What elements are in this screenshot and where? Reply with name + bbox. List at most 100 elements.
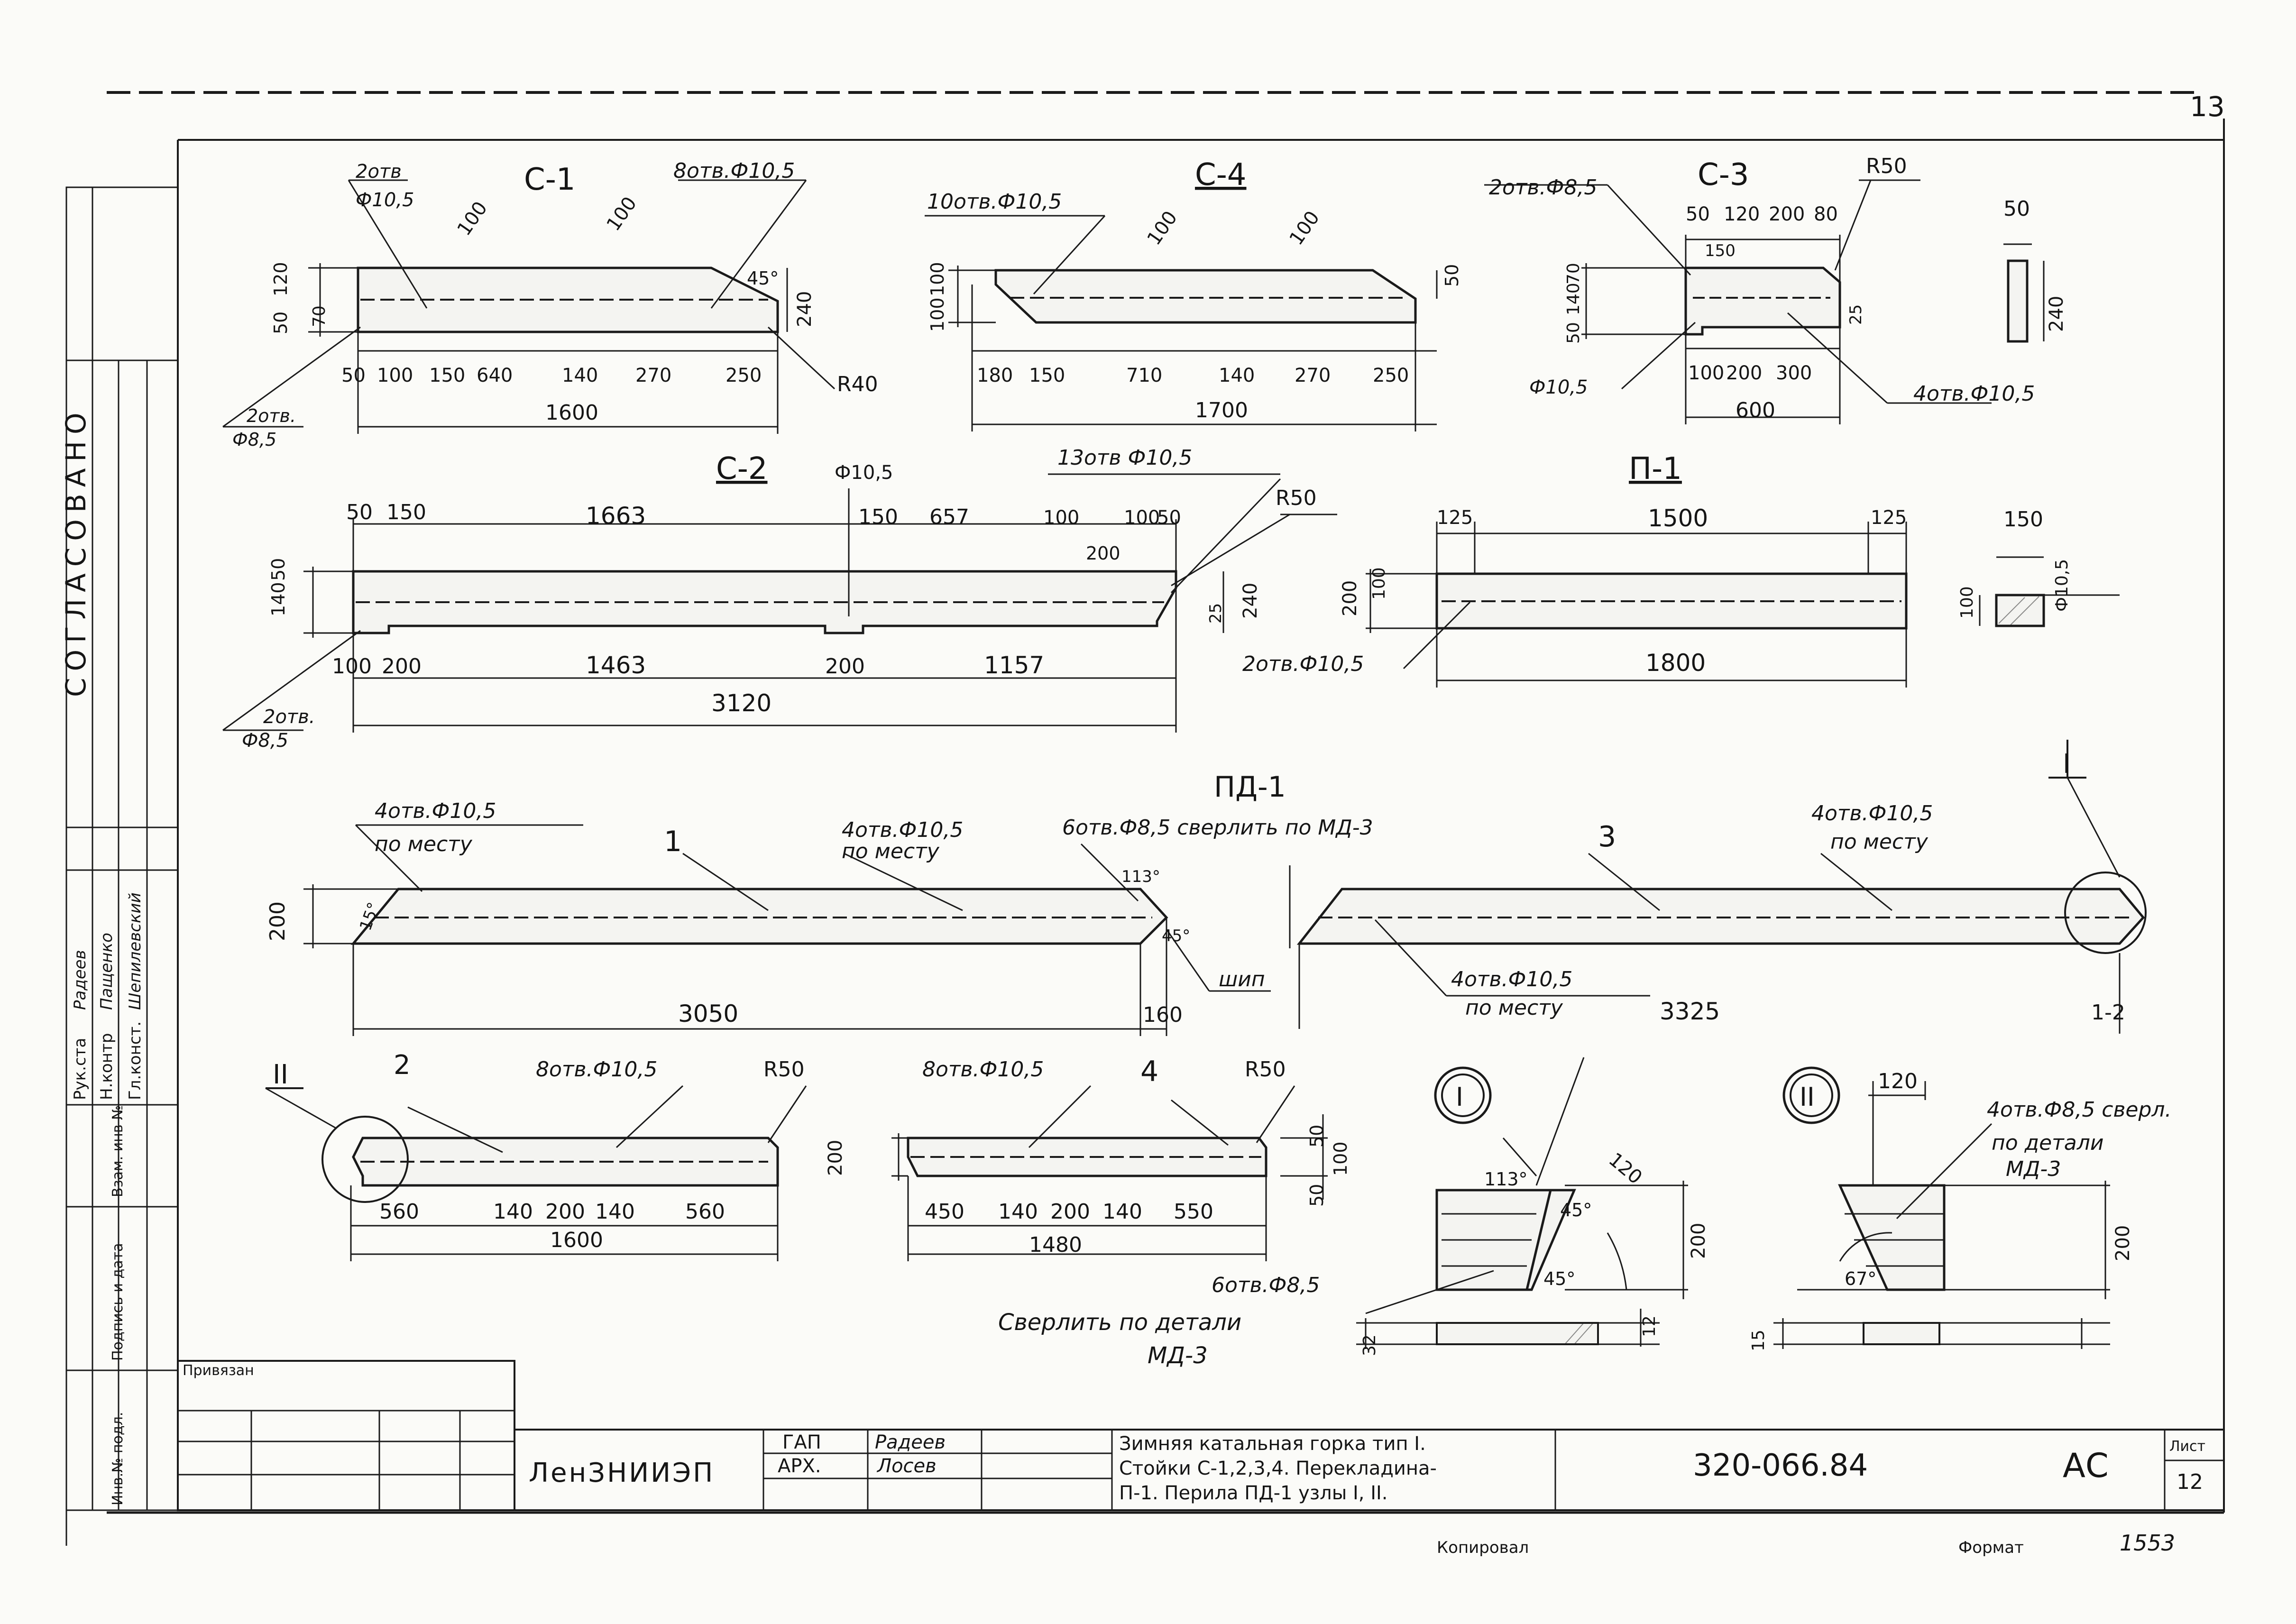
- c4-chain-1: 150: [1029, 365, 1065, 386]
- c1-radius: R40: [837, 372, 878, 396]
- c1-v70: 70: [310, 305, 329, 327]
- pd-p3-holes-a: 4отв.Ф10,5: [1811, 801, 1933, 826]
- c3-holes-b: 4отв.Ф10,5: [1913, 382, 2035, 406]
- c3-chain-0: 100: [1688, 362, 1724, 384]
- rail-part-2: [265, 1085, 807, 1261]
- rail-part-4: [891, 1085, 1328, 1261]
- rail4-v100: 100: [1330, 1141, 1351, 1176]
- title-line-2: Стойки С-1,2,3,4. Перекладина-: [1119, 1458, 1437, 1479]
- c2-chain-2: 1463: [586, 651, 646, 679]
- pd-p1-holes-c: 6отв.Ф8,5 сверлить по МД-3: [1062, 816, 1373, 840]
- rail2-chain-3: 140: [595, 1200, 635, 1224]
- format-value: 1553: [2120, 1530, 2175, 1556]
- c3-top-3: 80: [1814, 203, 1838, 225]
- name-gap: Радеев: [875, 1431, 946, 1453]
- node1-note1: Сверлить по детали: [998, 1309, 1241, 1336]
- p1-sect-h: 100: [1957, 586, 1977, 619]
- role-gap: ГАП: [782, 1431, 821, 1453]
- node2-note1: по детали: [1992, 1131, 2103, 1155]
- node2-holes: 4отв.Ф8,5 сверл.: [1987, 1098, 2172, 1122]
- c1-v50: 50: [270, 312, 291, 334]
- node1-v200: 200: [1688, 1223, 1709, 1259]
- rail2-radius: R50: [763, 1057, 805, 1082]
- c4-chain-0: 180: [977, 365, 1013, 386]
- post-c3: [1484, 179, 2045, 424]
- crossbar-p1: [1366, 522, 2120, 688]
- rail4-chain-2: 200: [1050, 1200, 1090, 1224]
- post-c2: [222, 473, 1337, 733]
- strip-name-3: Шепилевский: [126, 892, 145, 1010]
- c2-top-1: 150: [386, 500, 426, 524]
- node1-note2: МД-3: [1148, 1342, 1208, 1369]
- c2-chain-1: 200: [382, 654, 422, 679]
- rail4-chain-1: 140: [998, 1200, 1038, 1224]
- c3-holes-a: 2отв.Ф8,5: [1489, 175, 1597, 200]
- c2-total: 3120: [711, 689, 771, 717]
- c1-chain-1: 100: [377, 365, 413, 386]
- node-1-detail: [1356, 1057, 1688, 1349]
- c2-v200: 200: [1086, 543, 1120, 564]
- agreed-label: СОГЛАСОВАНО: [60, 406, 92, 697]
- copied-label: Копировал: [1437, 1538, 1529, 1557]
- c4-chain-3: 140: [1219, 365, 1255, 386]
- node2-v15: 15: [1749, 1330, 1768, 1351]
- c4-chain-5: 250: [1373, 365, 1409, 386]
- node1-d120: 120: [1605, 1148, 1646, 1188]
- strip-row-2: Н.контр: [97, 1033, 116, 1100]
- c1-chain-2: 150: [429, 365, 465, 386]
- post-c4: [925, 215, 1438, 431]
- rail4-label: 4: [1140, 1055, 1158, 1088]
- rail4-v50b: 50: [1306, 1184, 1327, 1207]
- rail4-total: 1480: [1029, 1233, 1082, 1257]
- node1-v12: 12: [1640, 1315, 1659, 1337]
- c2-holes-b: 2отв.: [263, 706, 315, 728]
- c2-top-3: 150: [858, 505, 898, 529]
- format-label: Формат: [1958, 1538, 2024, 1557]
- c4-d100a: 100: [1143, 207, 1182, 249]
- c1-chain-4: 140: [562, 365, 598, 386]
- pd-d160: 160: [1143, 1003, 1183, 1027]
- node1-angle45b: 45°: [1543, 1268, 1575, 1289]
- node2-mark: II: [1800, 1082, 1815, 1112]
- c2-holes: 13отв Ф10,5: [1057, 446, 1192, 470]
- pd-p1-holes-a: 4отв.Ф10,5: [375, 799, 496, 823]
- node1-holes: 6отв.Ф8,5: [1212, 1273, 1320, 1297]
- org-name: ЛенЗНИИЭП: [529, 1458, 715, 1488]
- tied-label: Привязан: [183, 1362, 254, 1379]
- p1-v100: 100: [1369, 567, 1389, 600]
- c2-top-6: 100: [1124, 507, 1160, 529]
- strip-row-1: Рук.ста: [71, 1038, 90, 1100]
- c2-chain-4: 1157: [984, 651, 1044, 679]
- name-arch: Лосев: [876, 1455, 937, 1477]
- pd-angle45: 45°: [1162, 927, 1190, 945]
- c4-title: С-4: [1195, 157, 1247, 193]
- pd-p3-total: 3325: [1660, 998, 1720, 1025]
- c1-holes-a: 2отв: [356, 161, 402, 183]
- c1-chain-5: 270: [635, 365, 671, 386]
- pd-spike: шип: [1219, 967, 1265, 991]
- c3-v140: 140: [1564, 283, 1583, 315]
- c3-chain-1: 200: [1726, 362, 1762, 384]
- rail2-chain-0: 560: [379, 1200, 419, 1224]
- c1-holes-c2: Ф8,5: [232, 429, 276, 450]
- c3-v25: 25: [1846, 304, 1865, 325]
- p1-top-2: 125: [1871, 507, 1907, 529]
- node2-angle67: 67°: [1845, 1268, 1876, 1289]
- c1-title: С-1: [524, 162, 576, 197]
- c2-radius: R50: [1276, 486, 1317, 510]
- rail4-chain-3: 140: [1102, 1200, 1142, 1224]
- rail2-total: 1600: [550, 1228, 603, 1252]
- c1-holes-c: 2отв.: [247, 405, 296, 426]
- c2-holes-b2: Ф8,5: [242, 730, 288, 752]
- rail4-v50a: 50: [1306, 1125, 1327, 1147]
- rail2-chain-1: 140: [493, 1200, 533, 1224]
- c3-v70: 70: [1564, 263, 1583, 284]
- sheet-number-top: 13: [2190, 91, 2225, 123]
- pd-p1-place-a: по месту: [375, 832, 473, 856]
- rail2-chain-2: 200: [545, 1200, 585, 1224]
- c4-chain-4: 270: [1295, 365, 1331, 386]
- c3-total: 600: [1736, 398, 1775, 422]
- rail2-chain-4: 560: [685, 1200, 725, 1224]
